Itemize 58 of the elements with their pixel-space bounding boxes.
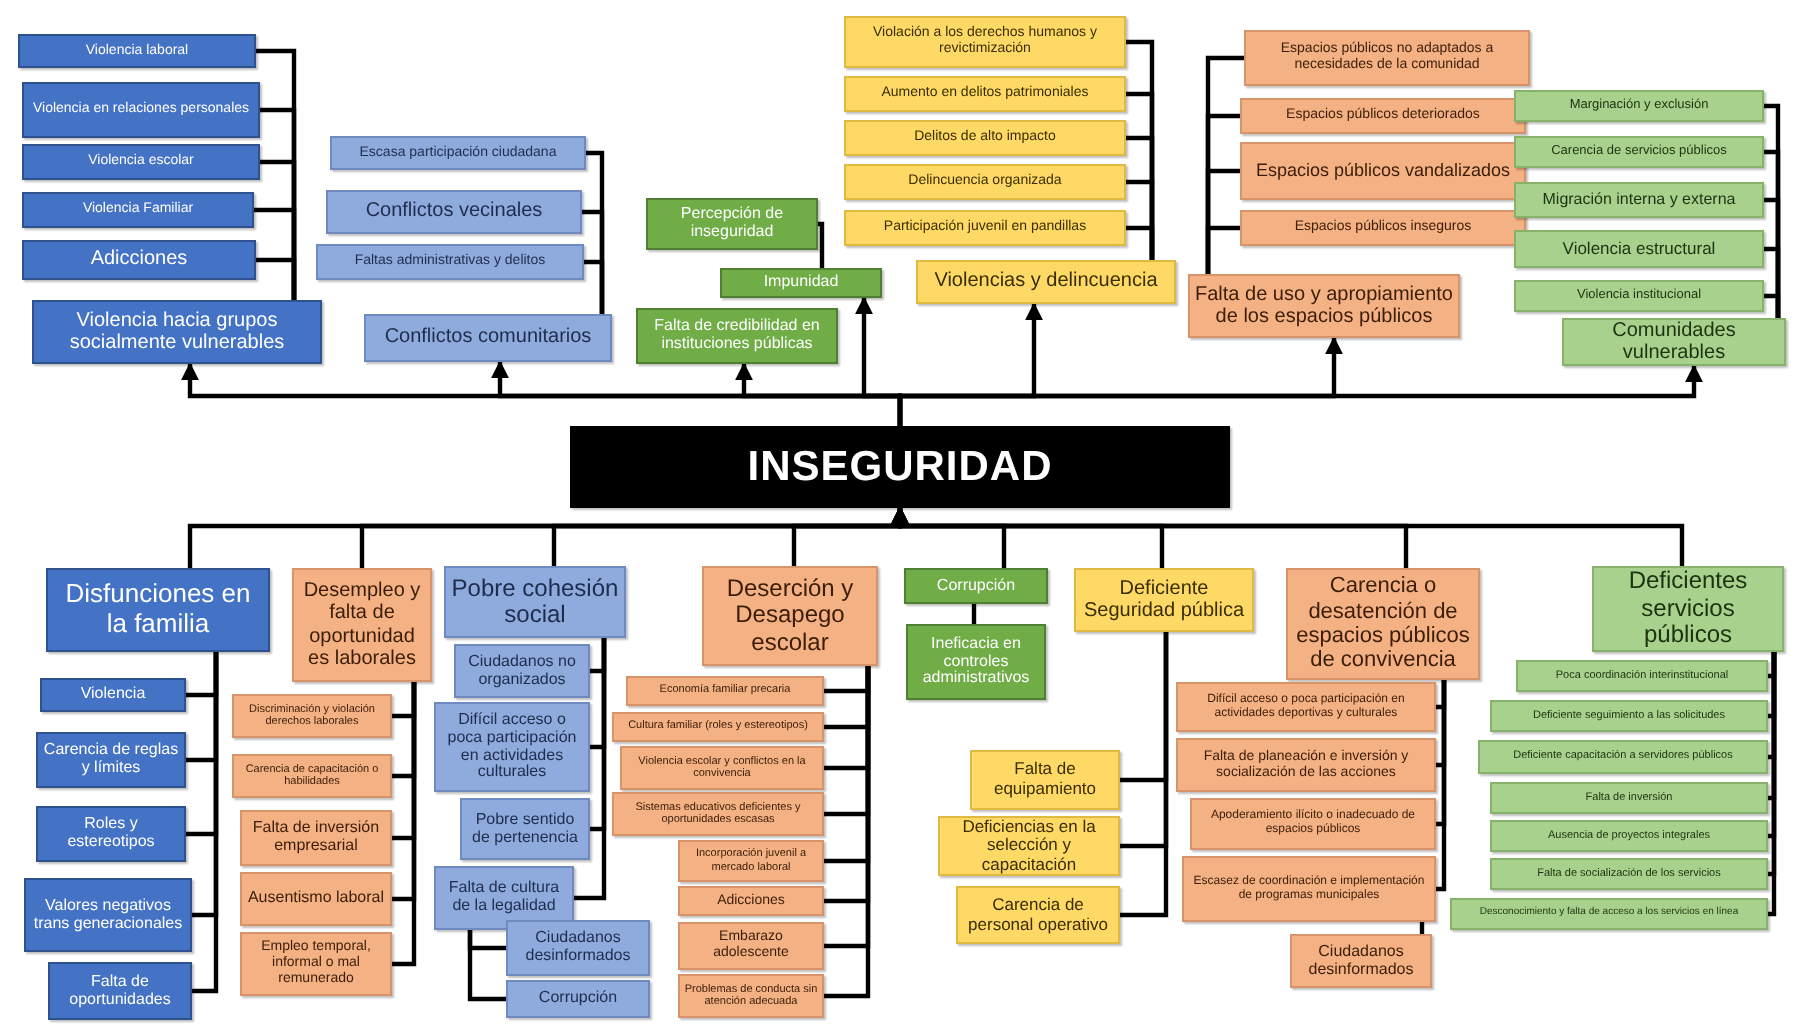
connector-line — [1436, 680, 1447, 892]
connector-line — [256, 257, 297, 300]
category-box: Deficientes servicios públicos — [1592, 566, 1784, 652]
category-box: Comunidades vulnerables — [1562, 318, 1786, 366]
connector-line — [1768, 652, 1777, 917]
category-box: Deserción y Desapego escolar — [702, 566, 878, 666]
connector-line — [1120, 632, 1169, 918]
connector-line — [192, 652, 219, 994]
factor-box: Carencia de personal operativo — [956, 886, 1120, 944]
factor-box: Pobre sentido de pertenencia — [460, 798, 590, 860]
connector-line — [971, 604, 977, 624]
category-box: Impunidad — [720, 268, 882, 298]
connector-line — [574, 638, 607, 901]
factor-box: Ineficacia en controles administrativos — [906, 624, 1046, 700]
connector-line — [1126, 225, 1155, 260]
connector-line — [818, 221, 825, 268]
category-box: Disfunciones en la familia — [46, 568, 270, 652]
factor-box: Violencia — [40, 678, 186, 712]
connector-line — [1764, 293, 1781, 318]
connector-line — [824, 666, 871, 999]
category-box: Desempleo y falta de oportunidad es laborales — [292, 568, 432, 682]
category-box: Violencias y delincuencia — [916, 260, 1176, 304]
connector-arrow — [891, 506, 1685, 566]
factor-box: Ciudadanos no organizados — [454, 644, 590, 698]
category-box: Falta de credibilidad en instituciones públicas — [636, 308, 838, 364]
category-box: Falta de uso y apropiamiento de los espacios públicos — [1188, 274, 1460, 338]
connector-line — [584, 259, 605, 314]
connector-arrow — [897, 364, 1703, 426]
factor-box: Falta de cultura de la legalidad — [434, 866, 574, 930]
category-box: Carencia o desatención de espacios públicos de convivencia — [1286, 568, 1480, 680]
factor-box: Percepción de inseguridad — [646, 198, 818, 250]
factor-box: Falta de equipamiento — [970, 750, 1120, 810]
category-box: Pobre cohesión social — [444, 566, 626, 638]
factor-box: Ciudadanos desinformados — [506, 920, 650, 976]
category-box: Corrupción — [904, 568, 1048, 604]
factor-box: Ciudadanos desinformados — [1290, 934, 1432, 988]
factor-box: Adicciones — [22, 240, 256, 280]
category-box: Deficiente Seguridad pública — [1074, 568, 1254, 632]
factor-box: Falta de oportunidades — [48, 962, 192, 1020]
connector-line — [392, 682, 417, 967]
factor-box: Migración interna y externa — [1514, 182, 1764, 218]
factor-box: Ausentismo laboral — [240, 872, 392, 926]
central-problem-box: INSEGURIDAD — [570, 426, 1230, 508]
factor-box: Corrupción — [506, 980, 650, 1018]
factor-box: Valores negativos trans generacionales — [24, 878, 192, 952]
factor-box: Falta de inversión empresarial — [240, 810, 392, 866]
factor-box: Carencia de reglas y límites — [36, 732, 186, 788]
category-box: Violencia hacia grupos socialmente vulnerables — [32, 300, 322, 364]
factor-box: Roles y estereotipos — [36, 806, 186, 862]
factor-box: Violencia estructural — [1514, 230, 1764, 268]
connector-line — [1205, 225, 1240, 274]
factor-box: Deficiencias en la selección y capacitación — [938, 816, 1120, 876]
connector-line — [467, 930, 506, 1002]
category-box: Conflictos comunitarios — [364, 314, 612, 362]
factor-box: Difícil acceso o poca participación en actividades culturales — [434, 702, 590, 792]
factor-box: Conflictos vecinales — [326, 190, 582, 234]
connector-line — [1419, 922, 1425, 934]
factor-box: Espacios públicos vandalizados — [1240, 142, 1526, 200]
